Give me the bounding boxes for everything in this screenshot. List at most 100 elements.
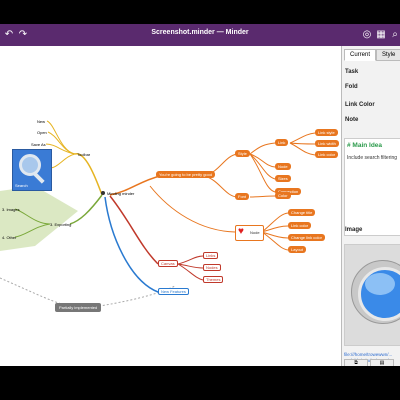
tab-current[interactable]: Current bbox=[344, 49, 377, 61]
node-color-label: Color bbox=[278, 193, 288, 198]
node-node-label: Node bbox=[278, 164, 288, 169]
node-link-color-2[interactable]: Link color bbox=[288, 222, 312, 229]
node-orange-main-label: You're going to be pretty good bbox=[159, 172, 213, 177]
node-open[interactable]: Open bbox=[37, 130, 47, 135]
node-node[interactable]: Node bbox=[275, 163, 291, 170]
link-nodes bbox=[177, 263, 204, 269]
link-search bbox=[49, 153, 76, 169]
node-new-features-label: New Features bbox=[161, 289, 186, 294]
root-bullet bbox=[101, 191, 105, 195]
node-link-color[interactable]: Link color bbox=[315, 151, 339, 158]
node-link-style-label: Link style bbox=[318, 130, 335, 135]
link-color bbox=[249, 195, 276, 198]
redo-icon[interactable]: ↷ bbox=[18, 29, 28, 40]
link-orange-main bbox=[109, 175, 161, 196]
node-font[interactable]: Font bbox=[235, 193, 250, 200]
mind-map-canvas[interactable]: Search Minding minder Toolbar New Open S… bbox=[0, 46, 341, 366]
magnifier-icon bbox=[19, 154, 41, 176]
note-heading: # Main Idea bbox=[347, 142, 383, 149]
task-label: Task bbox=[345, 69, 359, 75]
image-highlight bbox=[365, 273, 395, 295]
app-window: ↶ ↷ Screenshot.minder — Minder ◎ ▦ ⌕ bbox=[0, 24, 400, 366]
link-exporting bbox=[69, 194, 103, 225]
search-icon[interactable]: ⌕ bbox=[392, 29, 398, 40]
node-link[interactable]: Link bbox=[275, 139, 289, 146]
node-layout[interactable]: Layout bbox=[288, 246, 307, 253]
link-font bbox=[204, 175, 238, 198]
window-title: Screenshot.minder — Minder bbox=[151, 29, 249, 36]
node-font-label: Font bbox=[238, 194, 247, 199]
node-color[interactable]: Color bbox=[275, 192, 291, 199]
link-links bbox=[177, 255, 204, 265]
link-linkcolor bbox=[289, 142, 316, 156]
node-images[interactable]: 3. Images bbox=[2, 207, 20, 212]
link-dashed-left bbox=[0, 277, 76, 308]
node-link-width-label: Link width bbox=[318, 141, 336, 146]
node-other[interactable]: 4. Other bbox=[2, 235, 17, 240]
node-style[interactable]: Style bbox=[235, 150, 250, 157]
node-heart[interactable]: ♥ Node bbox=[235, 225, 264, 241]
undo-icon[interactable]: ↶ bbox=[4, 29, 14, 40]
node-root[interactable]: Minding minder bbox=[107, 191, 135, 196]
node-link-color-label: Link color bbox=[318, 152, 336, 157]
link-linkstyle bbox=[289, 132, 316, 144]
node-link-width[interactable]: Link width bbox=[315, 140, 339, 147]
node-dashed[interactable]: Partially implemented bbox=[55, 303, 102, 312]
node-canvas[interactable]: Canvas bbox=[158, 260, 178, 267]
note-editor[interactable]: # Main Idea Include search filtering bbox=[344, 138, 400, 236]
magnifier-handle bbox=[33, 172, 45, 184]
node-link-label: Link bbox=[278, 140, 286, 145]
link-changelink bbox=[261, 231, 289, 239]
image-label: Image bbox=[345, 227, 363, 233]
grid-icon[interactable]: ▦ bbox=[376, 29, 386, 40]
properties-sidebar: Current Style Task Fold Link Color Note … bbox=[341, 46, 400, 366]
link-node bbox=[249, 153, 276, 168]
sidebar-bottom-buttons: ⧉ ▤ bbox=[344, 359, 394, 366]
node-new[interactable]: New bbox=[37, 119, 46, 124]
note-text: Include search filtering bbox=[347, 155, 398, 161]
node-connection-label: Connection bbox=[278, 189, 298, 194]
node-change-title-label: Change title bbox=[291, 210, 313, 215]
node-change-title[interactable]: Change title bbox=[288, 209, 316, 216]
tab-style[interactable]: Style bbox=[376, 49, 400, 61]
image-path-link[interactable]: file:///home/trowewwn/... scalable/minde… bbox=[344, 352, 394, 364]
link-color-label: Link Color bbox=[345, 102, 375, 108]
title-bar: ↶ ↷ Screenshot.minder — Minder ◎ ▦ ⌕ bbox=[0, 24, 400, 46]
paste-icon[interactable]: ▤ bbox=[370, 359, 394, 366]
search-image-node[interactable]: Search bbox=[12, 149, 52, 191]
link-linkcolor2 bbox=[261, 225, 289, 233]
node-toolbar[interactable]: Toolbar bbox=[77, 152, 91, 157]
node-exporting[interactable]: 3. Exporting bbox=[50, 222, 72, 227]
node-orange-main[interactable]: You're going to be pretty good bbox=[156, 171, 216, 178]
link-other bbox=[14, 223, 51, 238]
node-dashed-label: Partially implemented bbox=[59, 305, 98, 310]
node-change-link-color[interactable]: Change link color bbox=[288, 234, 325, 241]
image-path-line-1: file:///home/trowewwn/... bbox=[344, 352, 393, 357]
heart-icon: ♥ bbox=[238, 226, 244, 237]
node-change-link-color-label: Change link color bbox=[291, 235, 322, 240]
link-heart bbox=[149, 185, 236, 233]
target-icon[interactable]: ◎ bbox=[362, 29, 372, 40]
link-images bbox=[14, 208, 51, 225]
fold-label: Fold bbox=[345, 84, 358, 90]
node-themes[interactable]: Themes bbox=[203, 276, 224, 283]
node-nodes-label: Nodes bbox=[206, 265, 218, 270]
note-label: Note bbox=[345, 117, 359, 123]
node-connection[interactable]: Connection bbox=[275, 188, 302, 195]
node-layout-label: Layout bbox=[291, 247, 304, 252]
node-save-as[interactable]: Save As bbox=[31, 142, 46, 147]
node-sizes[interactable]: Sizes bbox=[275, 175, 291, 182]
link-link bbox=[249, 142, 276, 155]
node-link-color-2-label: Link color bbox=[291, 223, 309, 228]
mind-map-lines bbox=[0, 120, 316, 308]
node-style-label: Style bbox=[238, 151, 247, 156]
node-new-features[interactable]: New Features bbox=[158, 288, 189, 295]
node-nodes[interactable]: Nodes bbox=[203, 264, 221, 271]
copy-icon[interactable]: ⧉ bbox=[344, 359, 368, 366]
node-links[interactable]: Links bbox=[203, 252, 219, 259]
link-sizes bbox=[249, 153, 276, 180]
image-path-line-2: scalable/minder/search... bbox=[344, 358, 394, 363]
node-link-style[interactable]: Link style bbox=[315, 129, 338, 136]
node-image-preview[interactable] bbox=[344, 244, 400, 346]
search-image-label: Search bbox=[15, 183, 28, 188]
